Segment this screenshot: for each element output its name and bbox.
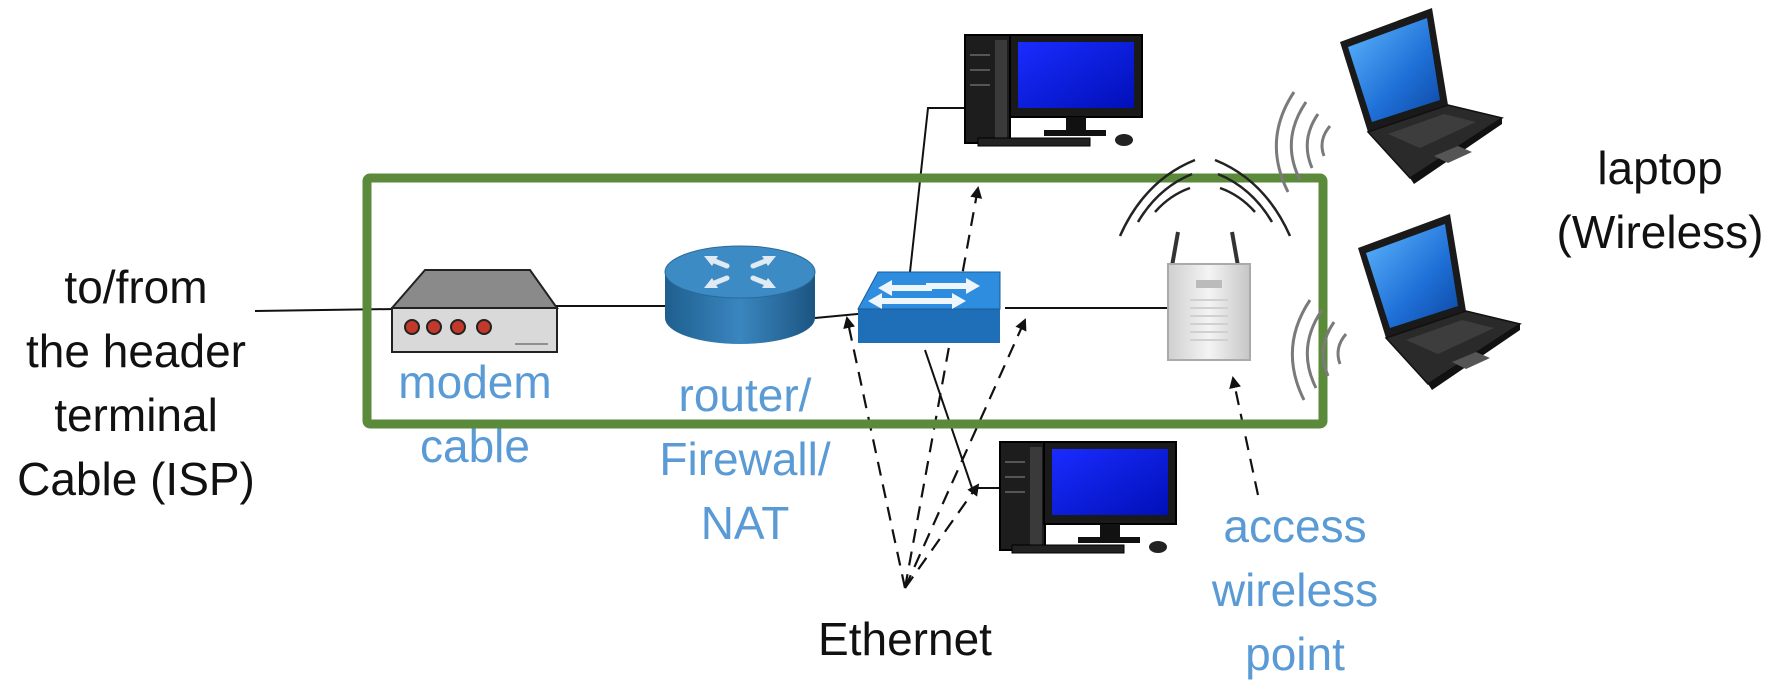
modem-label-line: cable [420,420,530,472]
isp-label-line: the header [26,325,246,377]
ethernet-label: Ethernet [818,613,992,665]
isp-label: to/from the header terminal Cable (ISP) [6,255,266,511]
access-point-label-line: wireless [1211,564,1379,616]
access-point-label: access wireless point [1190,494,1400,686]
access-point-arrow [1229,376,1260,496]
ethernet-arrow [903,318,1027,589]
isp-label-line: terminal [54,389,218,441]
ethernet-arrow [904,483,980,589]
laptop-icon [1340,8,1504,184]
switch-desktop-top-link [909,107,965,273]
laptop-icon [1358,214,1522,390]
home-network-boundary [362,173,1328,429]
laptop-label: laptop (Wireless) [1540,136,1780,264]
router-label-line: Firewall/ [659,433,831,485]
cable-modem-icon [389,269,559,353]
isp-label-line: Cable (ISP) [17,453,255,505]
isp-link [254,308,396,312]
wireless-signal-icon [1290,299,1348,401]
ethernet-arrow [843,316,907,589]
router-label: router/ Firewall/ NAT [640,363,850,555]
desktop-computer-icon [964,34,1143,147]
modem-label: modem cable [375,350,575,478]
laptop-label-line: (Wireless) [1556,206,1764,258]
isp-label-line: to/from [64,261,208,313]
ethernet-arrows [843,186,1260,589]
router-label-line: router/ [678,369,812,421]
laptop-label-line: laptop [1597,142,1723,194]
router-icon [664,245,816,344]
wireless-signal-icon [1274,91,1332,193]
desktop-computer-icon [999,441,1177,554]
switch-icon [857,271,1001,343]
modem-label-line: modem [398,356,552,408]
access-point-label-line: access [1223,500,1367,552]
access-point-label-line: point [1245,628,1345,680]
ethernet-arrow [903,186,983,589]
router-label-line: NAT [700,497,790,549]
access-point-icon [1118,158,1292,361]
